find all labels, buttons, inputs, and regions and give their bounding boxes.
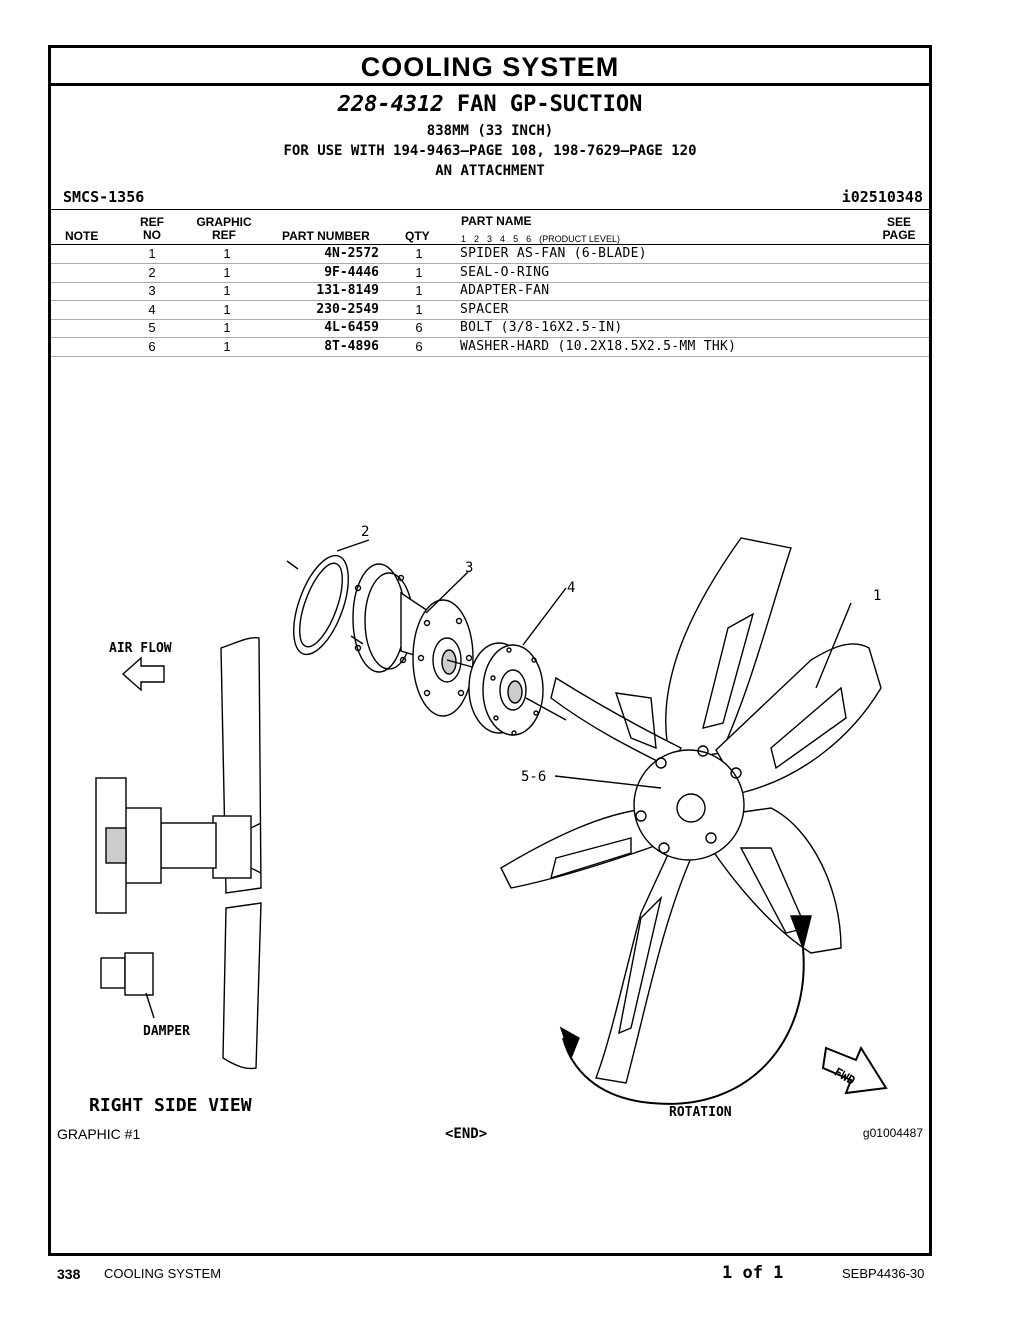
right-side-view-assembly — [95, 636, 262, 1070]
callout-3: 3 — [465, 560, 473, 576]
exploded-parts-drawing: 2 3 4 1 5-6 AIR FLOW DAMPER RIGHT SIDE V… — [89, 524, 888, 1120]
smcs-code: SMCS-1356 — [63, 188, 145, 206]
table-row: 5 1 4L-6459 6 BOLT (3/8-16X2.5-IN) — [51, 319, 929, 338]
ident-code: i02510348 — [841, 188, 923, 206]
right-side-view-label: RIGHT SIDE VIEW — [89, 1095, 252, 1116]
rotation-label: ROTATION — [669, 1105, 732, 1120]
callout-1: 1 — [873, 588, 881, 604]
graphic-number: GRAPHIC #1 — [57, 1126, 141, 1142]
air-flow-label: AIR FLOW — [109, 641, 172, 656]
callout-5-6: 5-6 — [521, 769, 546, 785]
page-frame: COOLING SYSTEM 228-4312 FAN GP-SUCTION 8… — [48, 45, 932, 1256]
rotation-arrow — [559, 915, 812, 1105]
end-marker: <END> — [445, 1126, 488, 1142]
page-number: 338 — [57, 1266, 81, 1282]
col-qty: QTY — [405, 229, 430, 243]
fan-spider-6-blade — [500, 537, 882, 1084]
col-part-name: PART NAME — [461, 214, 532, 228]
callout-2: 2 — [361, 524, 369, 540]
table-row: 3 1 131-8149 1 ADAPTER-FAN — [51, 282, 929, 301]
group-name: FAN GP-SUCTION — [456, 92, 643, 117]
graphic-id: g01004487 — [862, 1126, 923, 1140]
use-line: FOR USE WITH 194-9463—PAGE 108, 198-7629… — [283, 143, 697, 159]
col-part-number: PART NUMBER — [282, 229, 370, 243]
table-row: 4 1 230-2549 1 SPACER — [51, 301, 929, 320]
damper-part — [100, 952, 155, 1019]
size-line: 838MM (33 INCH) — [426, 123, 554, 139]
table-row: 2 1 9F-4446 1 SEAL-O-RING — [51, 264, 929, 283]
doc-id: SEBP4436-30 — [842, 1266, 925, 1281]
section-title: COOLING SYSTEM — [51, 48, 929, 86]
fan-adapter — [352, 563, 477, 717]
fan-spacer — [468, 587, 567, 736]
col-note: NOTE — [65, 229, 99, 243]
o-ring-seal — [286, 539, 370, 656]
damper-label: DAMPER — [143, 1024, 190, 1039]
page-of: 1 of 1 — [722, 1263, 784, 1283]
attachment-line: AN ATTACHMENT — [435, 163, 545, 179]
footer-section: COOLING SYSTEM — [104, 1266, 222, 1281]
group-number: 228-4312 — [337, 92, 444, 117]
header-rule — [51, 209, 929, 210]
table-header-rule — [51, 244, 929, 245]
table-row: 1 1 4N-2572 1 SPIDER AS-FAN (6-BLADE) — [51, 245, 929, 264]
air-flow-arrow — [121, 656, 165, 692]
group-title: 228-4312 FAN GP-SUCTION — [51, 92, 929, 117]
callout-4: 4 — [567, 580, 575, 596]
fwd-arrow — [821, 1045, 888, 1095]
table-row: 6 1 8T-4896 6 WASHER-HARD (10.2X18.5X2.5… — [51, 338, 929, 357]
